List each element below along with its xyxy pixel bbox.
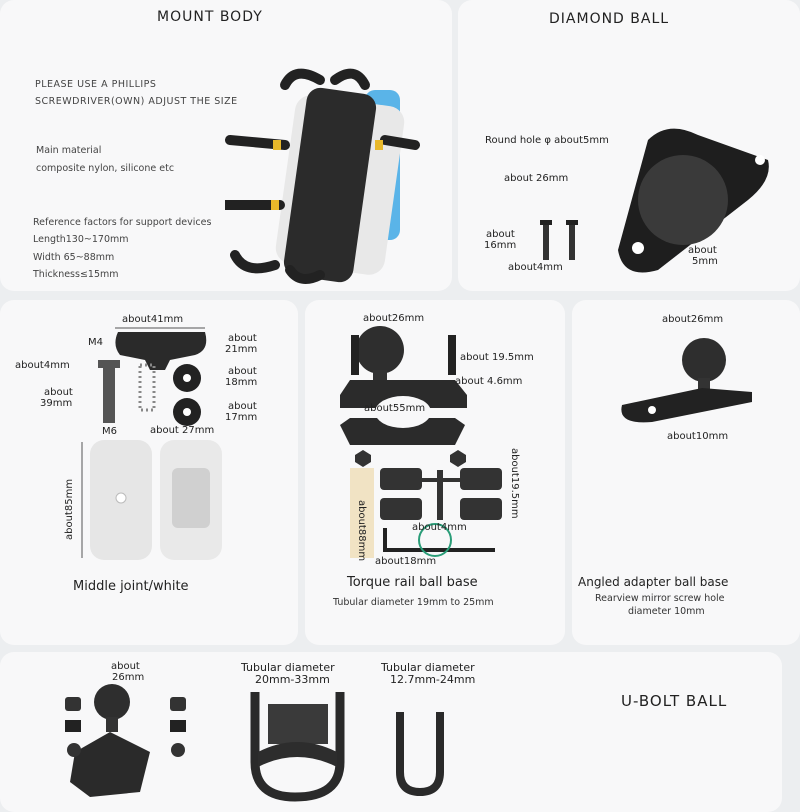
torque-rail-card: about26mm about 19.5mm about 4.6mm about… bbox=[305, 300, 565, 645]
tube2-label-2: 12.7mm-24mm bbox=[390, 673, 476, 686]
diamond-ball-card: DIAMOND BALL Round hole φ about5mm about… bbox=[458, 0, 800, 291]
washer1-label-1: about bbox=[228, 366, 257, 377]
hex-size-label: about4mm bbox=[412, 522, 467, 533]
tube1-label-2: 20mm-33mm bbox=[255, 673, 330, 686]
wrench-length-label: about88mm bbox=[356, 500, 367, 562]
ball-size-label-2: 26mm bbox=[112, 672, 145, 683]
ref-length: Length130~170mm bbox=[33, 234, 129, 245]
torque-rail-subcaption: Tubular diameter 19mm to 25mm bbox=[333, 597, 494, 608]
mount-body-title: MOUNT BODY bbox=[157, 9, 263, 25]
ball-size-label: about26mm bbox=[363, 313, 425, 324]
ball-size-label: about26mm bbox=[662, 314, 724, 325]
bolt-length-label-1: about bbox=[44, 387, 73, 398]
mount-body-card: MOUNT BODY PLEASE USE A PHILLIPS SCREWDR… bbox=[0, 0, 452, 291]
screw-length-label-2: 16mm bbox=[484, 240, 517, 251]
washer2-label-2: 17mm bbox=[225, 412, 258, 423]
hole2-label-1: about bbox=[688, 245, 717, 256]
bolt-length-label-2: 39mm bbox=[40, 398, 73, 409]
body-width-label: about 27mm bbox=[150, 425, 215, 436]
pad-height-label: about19.5mm bbox=[509, 448, 520, 519]
knob-height-label-2: 21mm bbox=[225, 344, 258, 355]
hole-size-label: about10mm bbox=[667, 431, 729, 442]
clamp-width-label: about55mm bbox=[364, 403, 426, 414]
ball-size-label: about 26mm bbox=[504, 173, 569, 184]
u-bolt-parts-image bbox=[65, 684, 444, 802]
note-line-2: SCREWDRIVER(OWN) ADJUST THE SIZE bbox=[35, 96, 238, 107]
middle-joint-parts-image bbox=[81, 327, 222, 560]
wrench-width-label: about18mm bbox=[375, 556, 437, 567]
washer1-label-2: 18mm bbox=[225, 377, 258, 388]
knob-height-label-1: about bbox=[228, 333, 257, 344]
u-bolt-title: U-BOLT BALL bbox=[621, 692, 728, 710]
angled-adapter-caption: Angled adapter ball base bbox=[578, 575, 729, 589]
note-line-1: PLEASE USE A PHILLIPS bbox=[35, 79, 157, 90]
phone-mount-image bbox=[225, 68, 420, 284]
screw-width-label: about4mm bbox=[508, 262, 563, 273]
tube1-label-1: Tubular diameter bbox=[241, 661, 335, 674]
ref-label: Reference factors for support devices bbox=[33, 217, 212, 228]
screws-image bbox=[540, 220, 578, 260]
torque-rail-parts-image bbox=[340, 326, 502, 558]
m6-label: M6 bbox=[102, 426, 117, 437]
material-value: composite nylon, silicone etc bbox=[36, 163, 175, 174]
diamond-ball-title: DIAMOND BALL bbox=[549, 11, 670, 27]
hole-label: Round hole φ about5mm bbox=[485, 135, 609, 146]
screw-length-label-1: about bbox=[486, 229, 515, 240]
screw-diameter-label: about 4.6mm bbox=[455, 376, 523, 387]
material-label: Main material bbox=[36, 145, 102, 156]
angled-adapter-card: about26mm about10mm Angled adapter ball … bbox=[572, 300, 800, 645]
ref-thickness: Thickness≤15mm bbox=[33, 269, 119, 280]
middle-joint-card: about41mm about 21mm M4 about4mm about 3… bbox=[0, 300, 298, 645]
diamond-ball-plate-image bbox=[618, 128, 769, 273]
knob-width-label: about41mm bbox=[122, 314, 184, 325]
body-height-label: about85mm bbox=[64, 478, 75, 540]
m4-label: M4 bbox=[88, 337, 103, 348]
ball-size-label-1: about bbox=[111, 661, 140, 672]
middle-joint-caption: Middle joint/white bbox=[73, 579, 189, 594]
bolt-head-label: about4mm bbox=[15, 360, 70, 371]
torque-rail-caption: Torque rail ball base bbox=[347, 575, 478, 590]
ref-width: Width 65~88mm bbox=[33, 252, 115, 263]
u-bolt-card: about 26mm Tubular diameter 20mm-33mm Tu… bbox=[0, 652, 782, 812]
washer2-label-1: about bbox=[228, 401, 257, 412]
angled-adapter-sub-1: Rearview mirror screw hole bbox=[595, 593, 725, 604]
angled-adapter-sub-2: diameter 10mm bbox=[628, 606, 705, 617]
screw-length-label: about 19.5mm bbox=[460, 352, 534, 363]
angled-adapter-image bbox=[621, 338, 752, 423]
hole2-label-2: 5mm bbox=[692, 256, 718, 267]
tube2-label-1: Tubular diameter bbox=[381, 661, 475, 674]
